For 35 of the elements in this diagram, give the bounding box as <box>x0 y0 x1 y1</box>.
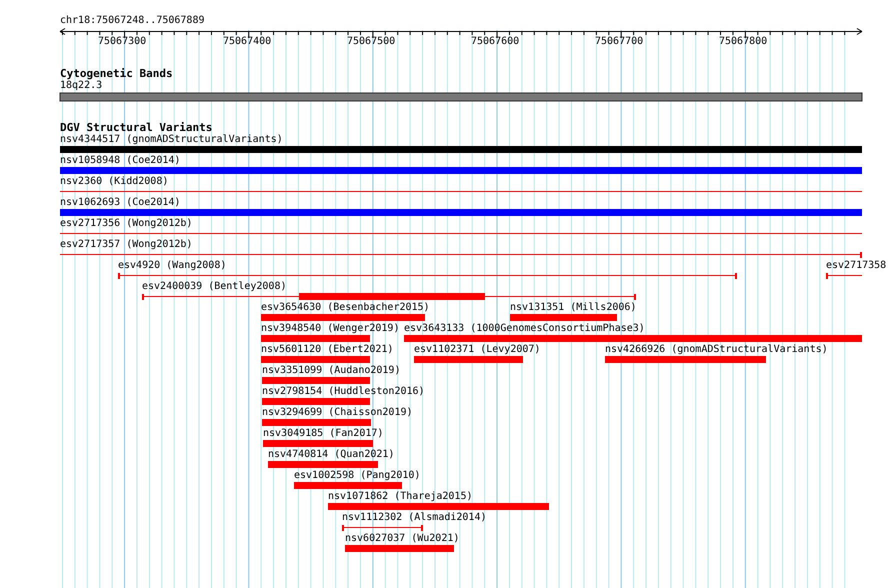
variant-label: nsv4344517 (gnomADStructuralVariants) <box>60 134 283 146</box>
track-title: DGV Structural Variants <box>60 122 212 134</box>
tick-label: 75067400 <box>223 36 272 48</box>
tick-label: 75067600 <box>471 36 520 48</box>
variant-label: esv2717358 <box>826 260 886 272</box>
tick-label: 75067800 <box>719 36 768 48</box>
track-title: Cytogenetic Bands <box>60 68 173 80</box>
variant-label: esv2717357 (Wong2012b) <box>60 239 192 251</box>
band-label: 18q22.3 <box>60 80 102 92</box>
variant-label: nsv2360 (Kidd2008) <box>60 176 168 188</box>
tick-label: 75067500 <box>347 36 396 48</box>
variant-label: nsv4740814 (Quan2021) <box>268 449 394 461</box>
variant-label: nsv1062693 (Coe2014) <box>60 197 180 209</box>
variant-label: esv3643133 (1000GenomesConsortiumPhase3) <box>404 323 645 335</box>
variant-label: nsv5601120 (Ebert2021) <box>261 344 394 356</box>
tick-label: 75067300 <box>98 36 146 48</box>
variant-label: nsv1112302 (Alsmadi2014) <box>342 512 486 524</box>
variant-label: nsv6027037 (Wu2021) <box>345 533 460 545</box>
variant-label: esv1002598 (Pang2010) <box>294 470 420 482</box>
variant-label: nsv1071862 (Thareja2015) <box>328 491 472 503</box>
tick-label: 75067700 <box>595 36 644 48</box>
variant-label: esv3654630 (Besenbacher2015) <box>261 302 430 314</box>
variant-label: nsv131351 (Mills2006) <box>510 302 636 314</box>
variant-label: nsv3294699 (Chaisson2019) <box>262 407 413 419</box>
variant-label: esv4920 (Wang2008) <box>118 260 226 272</box>
variant-label: nsv4266926 (gnomADStructuralVariants) <box>605 344 828 356</box>
variant-label: esv1102371 (Levy2007) <box>414 344 540 356</box>
variant-label: nsv1058948 (Coe2014) <box>60 155 180 167</box>
variant-label: nsv3351099 (Audano2019) <box>262 365 400 377</box>
variant-label: nsv2798154 (Huddleston2016) <box>262 386 425 398</box>
variant-label: nsv3049185 (Fan2017) <box>263 428 384 440</box>
region-label: chr18:75067248..75067889 <box>60 15 204 27</box>
variant-label: esv2717356 (Wong2012b) <box>60 218 192 230</box>
variant-label: esv2400039 (Bentley2008) <box>142 281 286 293</box>
variant-label: nsv3948540 (Wenger2019) <box>261 323 400 335</box>
